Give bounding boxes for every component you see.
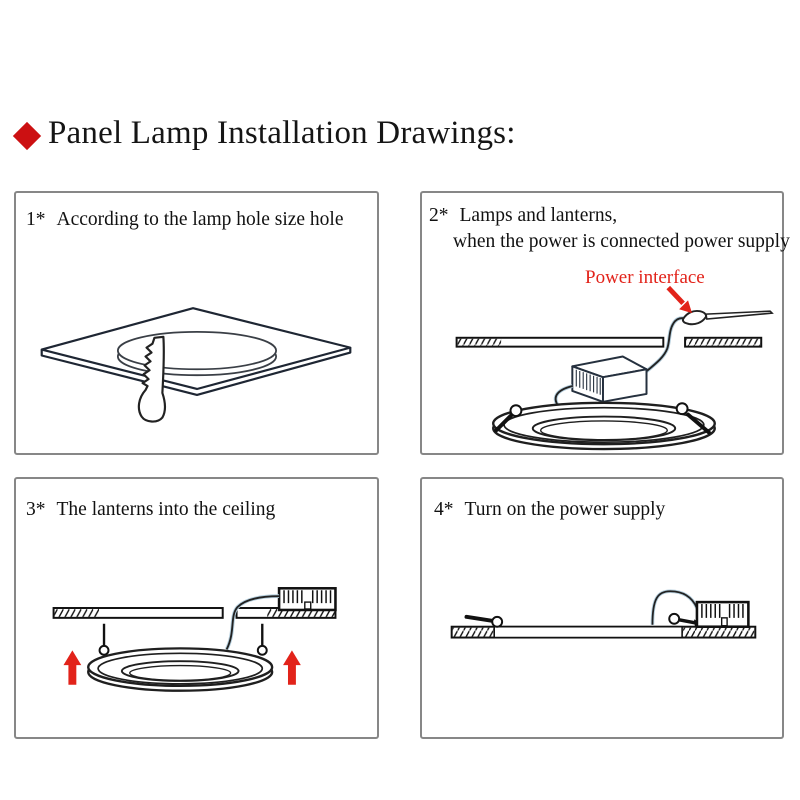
step-2-text-line1: Lamps and lanterns, <box>459 205 618 226</box>
title-row: Panel Lamp Installation Drawings: <box>0 0 800 170</box>
finished-install-drawing <box>450 589 757 639</box>
step-1-panel: 1* According to the lamp hole size hole <box>14 191 379 455</box>
insert-ceiling-drawing <box>52 587 337 692</box>
step-4-panel: 4* Turn on the power supply <box>420 477 784 739</box>
cut-hole <box>116 330 278 377</box>
ceiling-cross-section <box>455 336 763 348</box>
step-2-number: 2* <box>429 205 449 226</box>
connect-power-drawing <box>455 285 774 451</box>
lamp-driver-box <box>571 355 648 403</box>
red-up-arrow-left <box>63 650 82 685</box>
lamp-wire <box>224 594 280 651</box>
step-4-number: 4* <box>434 499 454 520</box>
step-3-label: 3* The lanterns into the ceiling <box>26 497 275 523</box>
ceiling-cross-section <box>450 625 757 639</box>
page-title: Panel Lamp Installation Drawings: <box>48 115 516 151</box>
power-wire-up-line <box>645 317 685 372</box>
hole-saw-icon <box>137 335 167 423</box>
step-2-panel: 2* Lamps and lanterns, when the power is … <box>420 191 790 455</box>
step-1-label: 1* According to the lamp hole size hole <box>26 207 344 233</box>
step-1-number: 1* <box>26 209 46 230</box>
power-interface-arrow <box>666 285 692 314</box>
step-3-number: 3* <box>26 499 46 520</box>
step-1-text: According to the lamp hole size hole <box>56 209 344 230</box>
ceiling-cross-section <box>52 607 337 619</box>
flush-panel-lamp <box>493 625 683 639</box>
lamp-driver-box <box>277 587 337 612</box>
lamp-wire-line <box>225 595 280 650</box>
step-2-text-line2: when the power is connected power supply <box>453 231 790 252</box>
folded-clip-right <box>668 612 704 628</box>
lamp-driver-box <box>695 600 750 628</box>
step-2-label: 2* Lamps and lanterns, when the power is … <box>429 203 790 255</box>
diamond-bullet-icon <box>12 121 42 151</box>
spring-clip-left <box>494 404 523 433</box>
spring-clip-right <box>675 402 711 435</box>
folded-clip-left <box>464 614 504 628</box>
power-interface-label: Power interface <box>585 267 705 288</box>
lamp-wire-line <box>651 590 698 625</box>
step-3-text: The lanterns into the ceiling <box>56 499 276 520</box>
spring-pin-left <box>98 623 110 656</box>
power-connector <box>681 309 774 326</box>
spring-pin-right <box>256 623 268 656</box>
step-4-text: Turn on the power supply <box>464 499 666 520</box>
step-3-panel: 3* The lanterns into the ceiling <box>14 477 379 739</box>
cut-hole-drawing <box>40 307 352 423</box>
panel-lamp <box>87 647 274 692</box>
step-4-label: 4* Turn on the power supply <box>434 497 665 523</box>
red-up-arrow-right <box>283 650 301 685</box>
